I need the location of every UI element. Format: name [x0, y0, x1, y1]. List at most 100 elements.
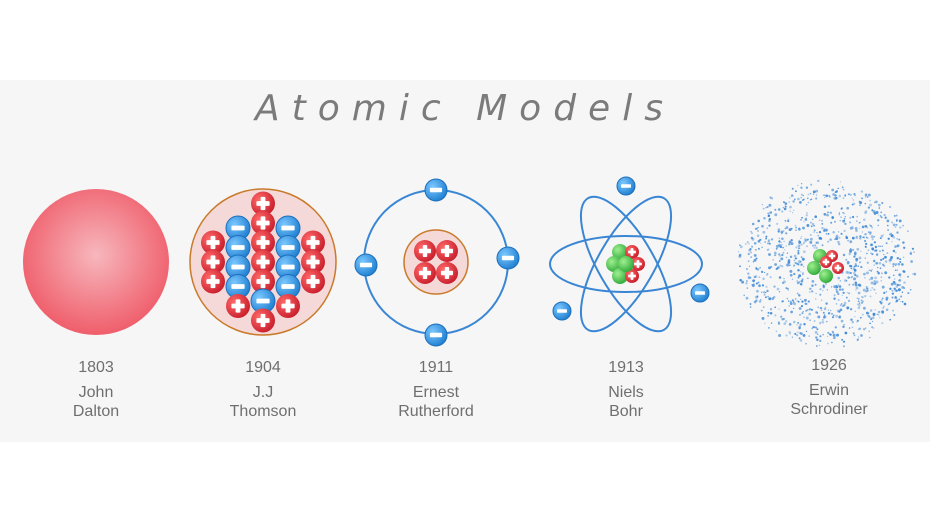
cloud-dot	[747, 276, 751, 280]
cloud-dot	[819, 288, 822, 291]
cloud-dot	[773, 254, 776, 257]
cloud-dot	[797, 249, 800, 252]
cloud-dot	[775, 244, 779, 248]
cloud-dot	[794, 224, 797, 227]
cloud-dot	[839, 304, 842, 307]
cloud-dot	[903, 302, 907, 306]
cloud-dot	[849, 221, 852, 224]
proton-icon	[301, 250, 325, 274]
cloud-dot	[769, 265, 773, 269]
proton-icon	[436, 262, 458, 284]
cloud-dot	[797, 276, 800, 279]
cloud-dot	[788, 201, 790, 203]
cloud-dot	[750, 256, 753, 259]
cloud-dot	[819, 335, 822, 338]
cloud-dot	[868, 316, 871, 319]
cloud-dot	[800, 298, 802, 300]
cloud-dot	[829, 238, 832, 241]
cloud-dot	[895, 285, 899, 288]
cloud-dot	[843, 229, 846, 233]
cloud-dot	[873, 236, 876, 238]
cloud-dot	[866, 252, 868, 255]
cloud-dot	[833, 336, 837, 340]
proton-icon	[201, 250, 225, 274]
cloud-dot	[854, 253, 856, 256]
cloud-dot	[766, 289, 769, 293]
cloud-dot	[842, 219, 846, 223]
cloud-dot	[855, 274, 859, 278]
scientist-first-name: Ernest	[412, 384, 460, 401]
cloud-dot	[842, 345, 845, 348]
cloud-dot	[880, 298, 884, 301]
cloud-dot	[781, 317, 784, 321]
proton-icon	[251, 191, 275, 216]
cloud-dot	[749, 306, 752, 308]
cloud-dot	[757, 219, 761, 223]
cloud-dot	[868, 269, 871, 272]
cloud-dot	[812, 218, 814, 220]
cloud-dot	[858, 200, 861, 203]
cloud-dot	[839, 219, 841, 222]
proton-icon	[251, 230, 275, 255]
cloud-dot	[799, 339, 803, 342]
cloud-dot	[768, 203, 772, 207]
cloud-dot	[797, 300, 800, 303]
cloud-dot	[753, 258, 757, 262]
cloud-dot	[805, 303, 808, 305]
cloud-dot	[827, 331, 830, 334]
cloud-dot	[757, 226, 759, 229]
cloud-dot	[864, 195, 867, 198]
cloud-dot	[875, 261, 879, 265]
cloud-dot	[869, 289, 872, 292]
cloud-dot	[877, 245, 880, 248]
cloud-dot	[878, 314, 880, 316]
cloud-dot	[757, 240, 761, 243]
cloud-dot	[827, 240, 830, 243]
cloud-dot	[797, 252, 800, 255]
proton-icon	[301, 230, 325, 255]
cloud-dot	[753, 275, 757, 279]
cloud-dot	[741, 280, 745, 284]
cloud-dot	[844, 194, 846, 196]
cloud-dot	[781, 300, 783, 303]
cloud-dot	[857, 265, 860, 267]
cloud-dot	[791, 278, 794, 280]
cloud-dot	[774, 263, 777, 266]
cloud-dot	[776, 267, 779, 270]
cloud-dot	[857, 291, 861, 295]
cloud-dot	[885, 296, 889, 300]
cloud-dot	[807, 193, 810, 196]
cloud-dot	[856, 338, 859, 341]
cloud-dot	[799, 218, 803, 221]
neutron-icon	[606, 256, 622, 272]
cloud-dot	[891, 221, 894, 224]
cloud-dot	[826, 335, 829, 338]
cloud-dot	[884, 216, 887, 219]
cloud-dot	[815, 298, 817, 300]
cloud-dot	[861, 197, 863, 200]
cloud-dot	[762, 230, 766, 234]
cloud-dot	[855, 257, 859, 261]
cloud-dot	[902, 224, 904, 227]
cloud-dot	[890, 232, 892, 235]
cloud-dot	[880, 234, 884, 238]
cloud-dot	[756, 229, 760, 233]
cloud-dot	[853, 334, 856, 337]
cloud-dot	[801, 278, 804, 281]
cloud-dot	[855, 289, 857, 291]
cloud-dot	[809, 221, 812, 224]
cloud-dot	[882, 253, 885, 256]
cloud-dot	[903, 270, 905, 272]
cloud-dot	[832, 335, 834, 337]
cloud-dot	[866, 226, 869, 229]
cloud-dot	[815, 336, 818, 339]
cloud-dot	[781, 237, 784, 240]
cloud-dot	[842, 291, 845, 295]
cloud-dot	[913, 251, 915, 253]
cloud-dot	[807, 201, 810, 204]
cloud-dot	[765, 207, 767, 209]
proton-icon	[251, 269, 275, 294]
cloud-dot	[834, 220, 836, 223]
cloud-dot	[877, 272, 880, 275]
cloud-dot	[830, 312, 834, 316]
